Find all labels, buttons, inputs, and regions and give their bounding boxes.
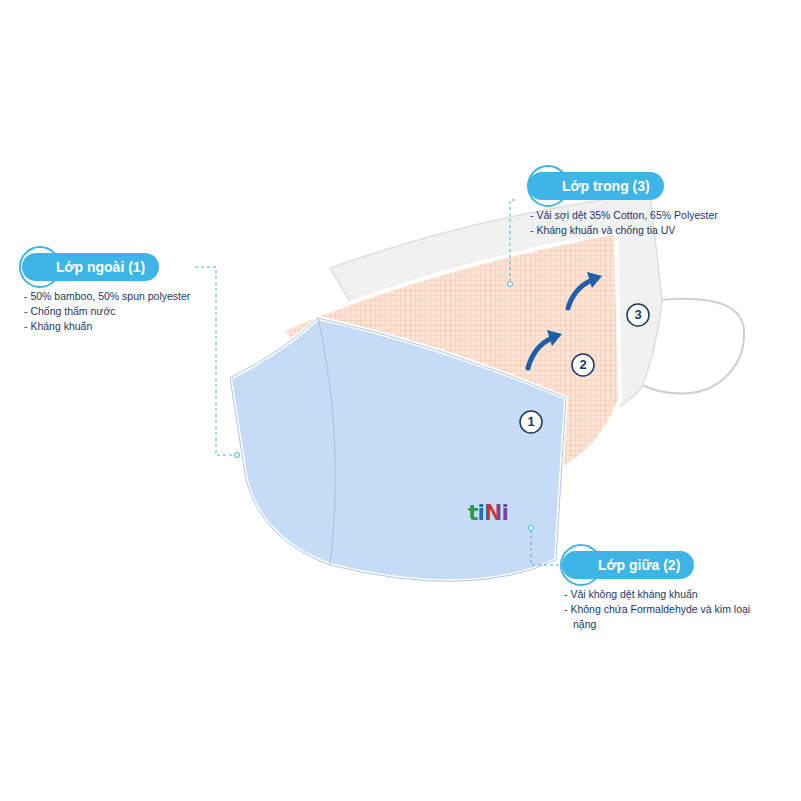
- spec-line: - Chống thấm nước: [24, 304, 224, 319]
- seam-line: [318, 318, 335, 565]
- layer-callout: Lớp giữa (2) - Vải không dệt kháng khuẩn-…: [562, 551, 758, 632]
- layer-heading: Lớp giữa (2): [562, 551, 694, 579]
- spec-line: - Kháng khuẩn: [24, 319, 224, 334]
- number-circle: [572, 354, 594, 376]
- layer-specs: - 50% bamboo, 50% spun polyester- Chống …: [22, 289, 224, 334]
- layer-callout: Lớp ngoài (1) - 50% bamboo, 50% spun poly…: [22, 253, 224, 334]
- leader-dots: [235, 282, 534, 531]
- layer-heading: Lớp trong (3): [528, 172, 664, 200]
- spec-line: - Vải không dệt kháng khuẩn: [564, 587, 758, 602]
- callout-number: 2: [572, 354, 594, 376]
- spec-line: - Không chứa Formaldehyde và kim loại nặ…: [564, 602, 758, 632]
- spec-line: - 50% bamboo, 50% spun polyester: [24, 289, 224, 304]
- brand-logo: tiNi: [468, 500, 508, 525]
- outer-layer-edge: [230, 318, 566, 581]
- outer-layer: [230, 318, 566, 581]
- spec-line: - Kháng khuẩn và chống tia UV: [530, 223, 770, 238]
- number-circle: [627, 304, 649, 326]
- leader-lines: [195, 200, 568, 565]
- layer-specs: - Vải sợi dệt 35% Cotton, 65% Polyester-…: [528, 208, 770, 238]
- layer-arrow: [568, 280, 592, 308]
- layer-heading: Lớp ngoài (1): [22, 253, 159, 281]
- layer-specs: - Vải không dệt kháng khuẩn- Không chứa …: [562, 587, 758, 632]
- number-circle: [520, 411, 542, 433]
- layer-callout: Lớp trong (3) - Vải sợi dệt 35% Cotton, 6…: [528, 172, 770, 238]
- callout-number: 1: [520, 411, 542, 433]
- spec-line: - Vải sợi dệt 35% Cotton, 65% Polyester: [530, 208, 770, 223]
- callout-number: 3: [627, 304, 649, 326]
- layer-arrow: [528, 338, 552, 368]
- layer-arrow-head: [587, 272, 602, 288]
- layer-arrow-head: [547, 330, 562, 346]
